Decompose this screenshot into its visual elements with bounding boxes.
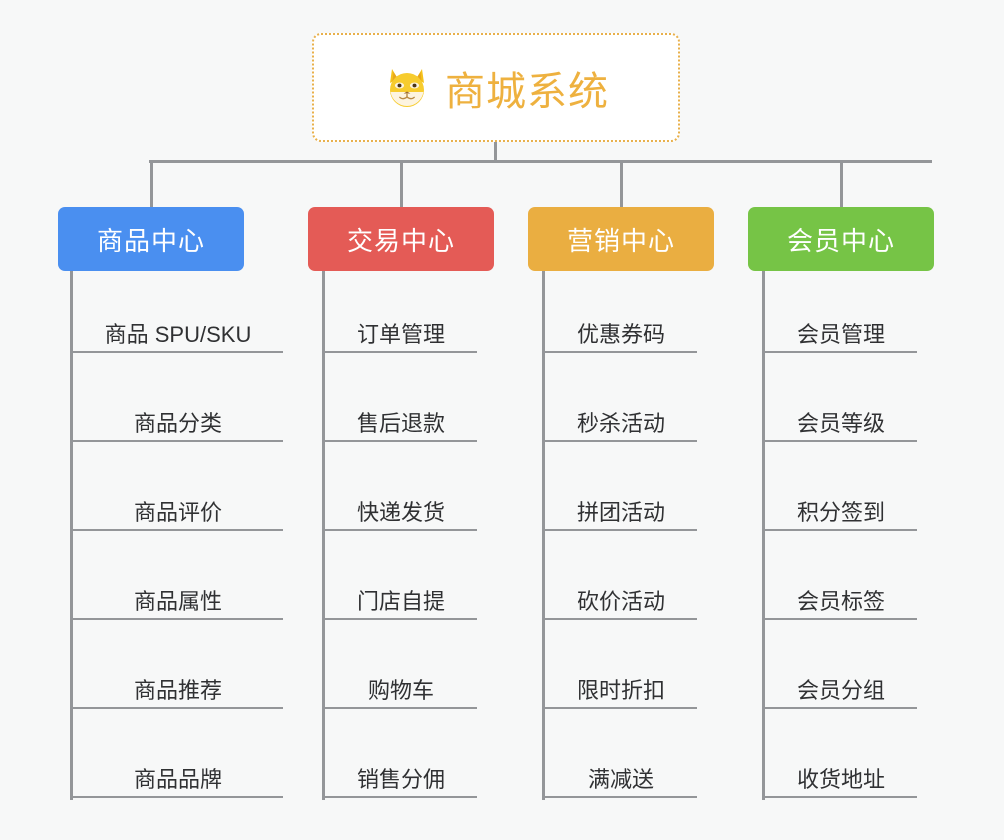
leaf-item[interactable]: 秒杀活动	[545, 360, 697, 442]
branch-spine-trade-center	[322, 271, 325, 800]
leaf-item-label: 限时折扣	[576, 677, 665, 703]
leaf-item-label: 商品品牌	[133, 766, 222, 792]
leaf-item-label: 秒杀活动	[576, 410, 665, 436]
leaf-item[interactable]: 商品推荐	[73, 627, 283, 709]
leaf-item-label: 商品属性	[133, 588, 222, 614]
leaf-item-label: 商品推荐	[133, 677, 222, 703]
leaf-item-label: 收货地址	[796, 766, 885, 792]
branch-member-center: 会员管理会员等级积分签到会员标签会员分组收货地址	[762, 271, 917, 800]
leaf-item-label: 门店自提	[356, 588, 445, 614]
leaf-item-label: 购物车	[367, 677, 434, 703]
leaf-item[interactable]: 门店自提	[325, 538, 477, 620]
leaf-item[interactable]: 购物车	[325, 627, 477, 709]
category-header-label: 交易中心	[346, 225, 455, 256]
leaf-item-label: 砍价活动	[576, 588, 665, 614]
category-header-label: 商品中心	[96, 225, 205, 256]
leaf-item-label: 售后退款	[356, 410, 445, 436]
leaf-item[interactable]: 商品分类	[73, 360, 283, 442]
connector-drop-marketing-center	[620, 160, 623, 209]
leaf-item-label: 销售分佣	[356, 766, 445, 792]
category-header-marketing-center[interactable]: 营销中心	[528, 207, 714, 271]
leaf-item[interactable]: 积分签到	[765, 449, 917, 531]
branch-marketing-center: 优惠券码秒杀活动拼团活动砍价活动限时折扣满减送	[542, 271, 697, 800]
connector-root-stem	[494, 142, 497, 162]
leaf-item[interactable]: 商品品牌	[73, 716, 283, 798]
leaf-item-label: 订单管理	[356, 321, 445, 347]
leaf-item-label: 会员分组	[796, 677, 885, 703]
leaf-item-label: 快递发货	[356, 499, 445, 525]
leaf-item-label: 商品分类	[133, 410, 222, 436]
leaf-item[interactable]: 砍价活动	[545, 538, 697, 620]
connector-horizontal-bus	[149, 160, 932, 163]
category-header-product-center[interactable]: 商品中心	[58, 207, 244, 271]
leaf-item-label: 拼团活动	[576, 499, 665, 525]
leaf-item-label: 积分签到	[796, 499, 885, 525]
leaf-item-label: 商品评价	[133, 499, 222, 525]
category-header-trade-center[interactable]: 交易中心	[308, 207, 494, 271]
leaf-item[interactable]: 售后退款	[325, 360, 477, 442]
branch-product-center: 商品 SPU/SKU 商品分类商品评价商品属性商品推荐商品品牌	[70, 271, 283, 800]
category-header-label: 会员中心	[786, 225, 895, 256]
connector-drop-member-center	[840, 160, 843, 209]
leaf-item-label: 满减送	[587, 766, 654, 792]
leaf-item[interactable]: 满减送	[545, 716, 697, 798]
leaf-item[interactable]: 限时折扣	[545, 627, 697, 709]
leaf-item[interactable]: 收货地址	[765, 716, 917, 798]
leaf-item[interactable]: 订单管理	[325, 271, 477, 353]
leaf-item-label: 会员标签	[796, 588, 885, 614]
leaf-item[interactable]: 会员标签	[765, 538, 917, 620]
branch-spine-member-center	[762, 271, 765, 800]
leaf-item-label: 商品 SPU/SKU	[104, 321, 252, 347]
leaf-item-label: 会员等级	[796, 410, 885, 436]
connector-drop-product-center	[150, 160, 153, 209]
shiba-dog-icon	[383, 64, 431, 112]
leaf-item[interactable]: 销售分佣	[325, 716, 477, 798]
leaf-item[interactable]: 商品评价	[73, 449, 283, 531]
leaf-item-label: 优惠券码	[576, 321, 665, 347]
connector-drop-trade-center	[400, 160, 403, 209]
branch-spine-marketing-center	[542, 271, 545, 800]
leaf-item[interactable]: 会员等级	[765, 360, 917, 442]
leaf-item[interactable]: 会员管理	[765, 271, 917, 353]
leaf-item[interactable]: 优惠券码	[545, 271, 697, 353]
leaf-item-label: 会员管理	[796, 321, 885, 347]
branch-trade-center: 订单管理售后退款快递发货门店自提购物车销售分佣	[322, 271, 477, 800]
branch-spine-product-center	[70, 271, 73, 800]
leaf-item[interactable]: 商品属性	[73, 538, 283, 620]
category-header-member-center[interactable]: 会员中心	[748, 207, 934, 271]
root-node[interactable]: 商城系统	[312, 33, 680, 142]
category-header-label: 营销中心	[566, 225, 675, 256]
root-title: 商城系统	[445, 69, 609, 114]
leaf-item[interactable]: 商品 SPU/SKU	[73, 271, 283, 353]
leaf-item[interactable]: 会员分组	[765, 627, 917, 709]
leaf-item[interactable]: 拼团活动	[545, 449, 697, 531]
leaf-item[interactable]: 快递发货	[325, 449, 477, 531]
